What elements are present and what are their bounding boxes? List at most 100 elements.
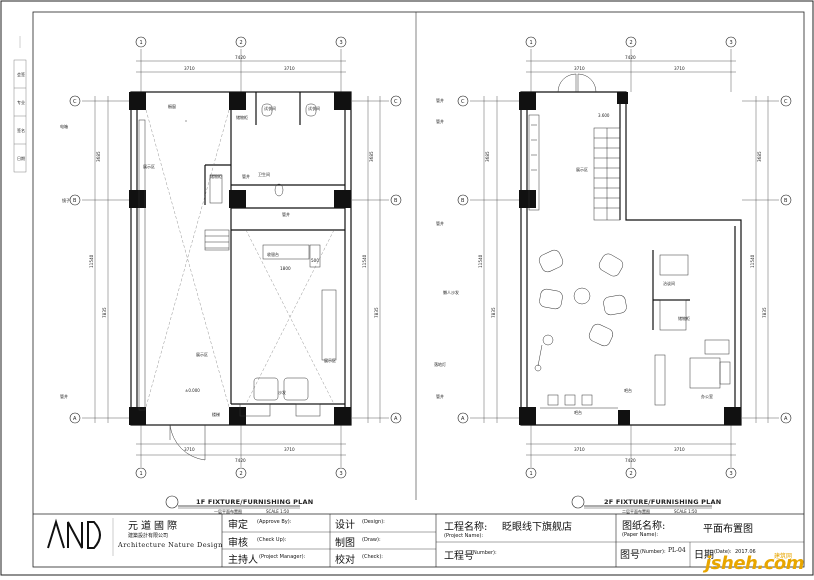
dim-side: 11540 <box>362 254 367 268</box>
dim-side: 11540 <box>89 254 94 268</box>
stair-void-lines-1f <box>145 109 335 408</box>
room-label: 收银台 <box>267 251 279 257</box>
approve-label-en: (Approve By): <box>257 519 292 525</box>
room-label: 楼梯 <box>212 411 220 417</box>
project-name-label-en: (Project Name): <box>444 533 484 539</box>
dim-left: 3710 <box>184 447 195 452</box>
axis-label: C <box>73 99 77 105</box>
dim-right: 3710 <box>284 447 295 452</box>
axis-label: 1 <box>530 40 533 46</box>
plan-scale: SCALE 1:50 <box>674 509 698 514</box>
dim-side: 3685 <box>485 151 490 162</box>
room-label: 电箱 <box>60 123 68 129</box>
paper-name-label: 图纸名称: <box>622 521 666 532</box>
axis-label: 2 <box>240 471 243 477</box>
axis-bubbles-top-2f: 1 2 3 1 2 3 C B A C B A <box>457 36 792 479</box>
axis-bubbles-side-1f: C B A C B A <box>69 95 402 424</box>
dim-total: 7420 <box>235 55 246 60</box>
dim-side: 7835 <box>102 307 107 318</box>
axis-label: A <box>461 416 465 422</box>
axis-label: 2 <box>240 40 243 46</box>
drawing-label: 制图 <box>335 538 355 549</box>
project-number-label: 工程号 <box>444 551 474 562</box>
axis-label: A <box>784 416 788 422</box>
dim-side: 3685 <box>757 151 762 162</box>
title-block-grid <box>33 513 804 567</box>
axis-label: 2 <box>630 471 633 477</box>
dim-side: 11540 <box>750 254 755 268</box>
axis-bubbles-top-1f: 1 2 3 <box>135 36 347 48</box>
dim-side: 3685 <box>369 151 374 162</box>
room-label: 管井 <box>242 173 250 179</box>
plan-2f: 1 2 3 1 2 3 C B A C B A <box>434 36 792 514</box>
dim-left: 3710 <box>184 66 195 71</box>
axis-label: 3 <box>340 40 343 46</box>
plan-scale: SCALE 1:50 <box>266 509 290 514</box>
company-english: Architecture Nature Design <box>118 541 223 549</box>
project-number-label-en: (Number): <box>471 550 497 556</box>
axis-label: C <box>461 99 465 105</box>
plan-title-2f: 2F FIXTURE/FURNISHING PLAN 二层平面布置图 SCALE… <box>571 495 721 514</box>
room-label: 落地灯 <box>434 361 446 367</box>
check-label-en: (Check Up): <box>257 537 287 543</box>
axis-label: C <box>784 99 788 105</box>
dim-right: 3710 <box>284 66 295 71</box>
manager-label-en: (Project Manager): <box>259 554 306 560</box>
axis-label: B <box>461 198 465 204</box>
dim-side: 11540 <box>478 254 483 268</box>
walls-2f <box>520 91 742 426</box>
plan-subtitle: 一层平面布置图 <box>214 508 242 514</box>
room-label: 管井 <box>60 393 68 399</box>
date-value: 2017.06 <box>735 549 756 555</box>
check-label: 审核 <box>228 538 248 549</box>
manager-label: 主持人 <box>228 555 258 566</box>
dim-side: 3685 <box>96 151 101 162</box>
axis-label: 3 <box>340 471 343 477</box>
room-label: 展示区 <box>143 163 155 169</box>
inner-frame <box>32 11 805 568</box>
room-label: 试衣间 <box>308 105 320 111</box>
signoff-label: 日期 <box>17 155 25 161</box>
dim-total: 7420 <box>235 458 246 463</box>
dim-side: 7835 <box>374 307 379 318</box>
axis-label: 3 <box>730 40 733 46</box>
room-label: 试衣间 <box>264 105 276 111</box>
axis-label: 1 <box>140 40 143 46</box>
fixtures-2f <box>528 73 731 409</box>
plan-title-1f: 1F FIXTURE/FURNISHING PLAN 一层平面布置图 SCALE… <box>165 495 313 514</box>
room-label: 展示区 <box>324 357 336 363</box>
axis-label: 1 <box>140 471 143 477</box>
axis-label: B <box>73 198 77 204</box>
dim-left: 3710 <box>574 447 585 452</box>
dim-right: 3710 <box>674 66 685 71</box>
axis-label: 1 <box>530 471 533 477</box>
signoff-label: 签名 <box>17 127 25 133</box>
plan-1f: 1 2 3 1 2 3 C B A C B A <box>60 36 402 514</box>
room-label: 橱窗 <box>168 103 176 109</box>
room-label: 管井 <box>436 393 444 399</box>
approve-label: 审定 <box>228 520 248 531</box>
dim-total: 7420 <box>625 55 636 60</box>
room-label: 展示区 <box>196 351 208 357</box>
sheet-number-label: 图号 <box>620 550 640 561</box>
signoff-strip: 会签 专业 签名 日期 <box>13 36 27 173</box>
axis-label: B <box>784 198 788 204</box>
plan-title: 1F FIXTURE/FURNISHING PLAN <box>196 498 313 506</box>
drawing-label-en: (Draw): <box>362 537 381 543</box>
room-label: 吧台 <box>574 409 582 415</box>
dim-side: 7835 <box>762 307 767 318</box>
dim-total: 7420 <box>625 458 636 463</box>
watermark: jsheh.com <box>705 553 804 574</box>
date-label: 日期 <box>694 550 714 561</box>
room-label: 展示区 <box>576 166 588 172</box>
axis-label: 2 <box>630 40 633 46</box>
room-label: 管井 <box>282 211 290 217</box>
room-label: 洽谈间 <box>663 280 675 286</box>
dim-right: 3710 <box>674 447 685 452</box>
paper-name-value: 平面布置图 <box>703 524 753 535</box>
room-label: 沙发 <box>278 389 286 395</box>
company-name: 元道國際 <box>128 521 180 532</box>
